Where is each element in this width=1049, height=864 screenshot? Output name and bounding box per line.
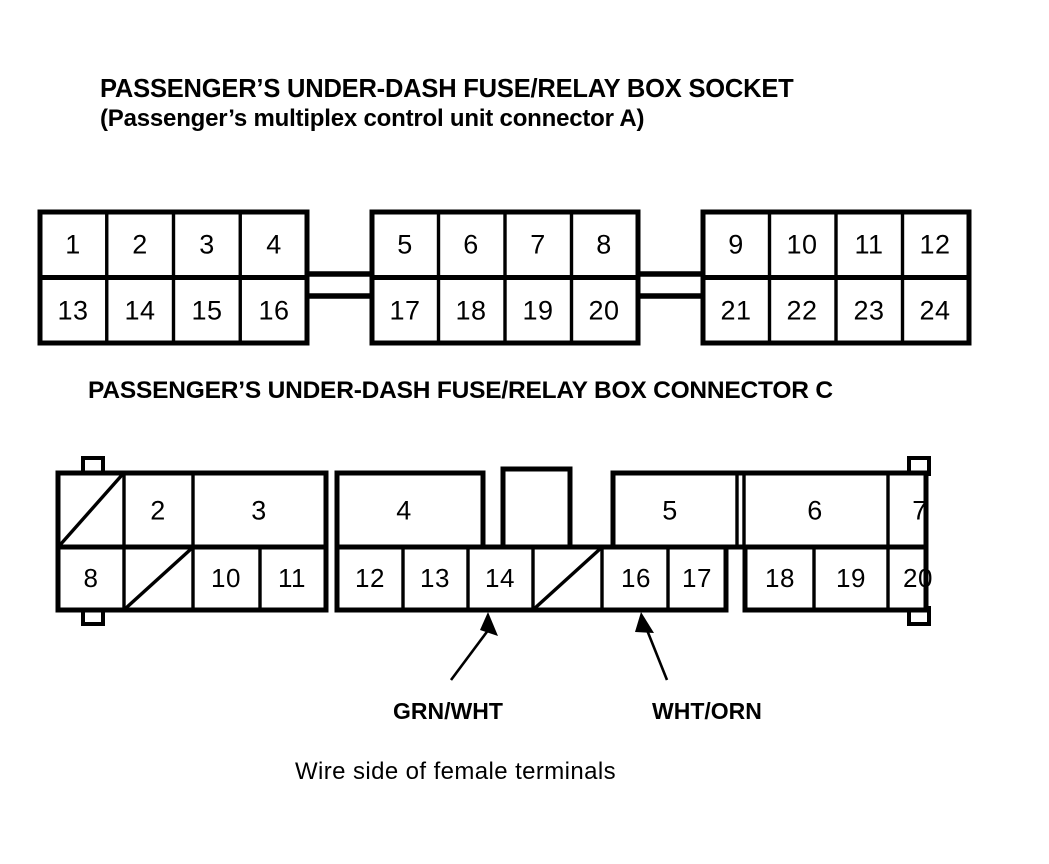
pin-cell-a-3: 3: [199, 229, 215, 260]
blanked-cell-slash-15: [533, 547, 602, 610]
pin-cell-c-bottom-12: 12: [355, 563, 385, 593]
pin-cell-c-top-6: 6: [807, 495, 823, 526]
pin-cell-c-bottom-10: 10: [211, 563, 241, 593]
pin-cell-a-22: 22: [786, 295, 818, 326]
callout-arrow-head-grn-wht: [480, 612, 498, 636]
pin-cell-c-top-7: 7: [912, 495, 928, 526]
pin-cell-c-bottom-18: 18: [765, 563, 795, 593]
page-title-line1: PASSENGER’S UNDER-DASH FUSE/RELAY BOX SO…: [100, 75, 794, 103]
pin-cell-a-23: 23: [853, 295, 885, 326]
pin-cell-a-11: 11: [854, 229, 884, 260]
pin-cell-a-12: 12: [919, 229, 951, 260]
connector-c-top-group-2: [334, 470, 486, 550]
pin-cell-a-2: 2: [132, 229, 148, 260]
pin-cell-a-21: 21: [720, 295, 752, 326]
pin-cell-a-16: 16: [258, 295, 290, 326]
pin-cell-a-15: 15: [191, 295, 223, 326]
connector-c-title: PASSENGER’S UNDER-DASH FUSE/RELAY BOX CO…: [88, 377, 833, 404]
pin-cell-a-17: 17: [389, 295, 421, 326]
pin-cell-c-bottom-11: 11: [278, 563, 306, 593]
pin-cell-c-top-3: 3: [251, 495, 267, 526]
pin-cell-c-bottom-20: 20: [903, 563, 933, 593]
pin-cell-a-24: 24: [919, 295, 951, 326]
pin-cell-c-bottom-19: 19: [836, 563, 866, 593]
blanked-cell-slash-1: [58, 473, 124, 547]
pin-cell-a-6: 6: [463, 229, 479, 260]
wire-callout-label-wht-orn: WHT/ORN: [652, 698, 762, 724]
pin-cell-c-bottom-16: 16: [621, 563, 651, 593]
pin-cell-c-bottom-13: 13: [420, 563, 450, 593]
pin-cell-c-top-5: 5: [662, 495, 678, 526]
pin-cell-a-18: 18: [455, 295, 487, 326]
wire-callout-label-grn-wht: GRN/WHT: [393, 698, 503, 724]
pin-cell-c-bottom-14: 14: [485, 563, 515, 593]
pin-cell-a-13: 13: [57, 295, 89, 326]
pin-cell-a-14: 14: [124, 295, 156, 326]
pin-cell-c-bottom-17: 17: [682, 563, 712, 593]
footer-caption: Wire side of female terminals: [295, 758, 617, 785]
pin-cell-a-8: 8: [596, 229, 612, 260]
pin-cell-a-9: 9: [728, 229, 744, 260]
pin-cell-a-4: 4: [266, 229, 282, 260]
blanked-cell-slash-9: [124, 547, 193, 610]
pin-cell-c-bottom-8: 8: [83, 563, 99, 593]
pin-cell-c-top-2: 2: [150, 495, 166, 526]
pin-cell-a-7: 7: [530, 229, 546, 260]
pin-cell-a-19: 19: [522, 295, 554, 326]
connector-c-bottom-group-3: [742, 544, 929, 613]
connector-c-top-group-3: [610, 470, 929, 550]
pin-cell-a-20: 20: [588, 295, 620, 326]
pin-cell-a-1: 1: [65, 229, 81, 260]
pin-cell-a-5: 5: [397, 229, 413, 260]
connector-c-unnumbered-box: [500, 466, 573, 550]
callout-arrow-line-grn-wht: [449, 624, 494, 681]
pin-cell-c-top-4: 4: [396, 495, 412, 526]
callout-arrow-line-wht-orn: [643, 624, 669, 681]
page-subtitle-line2: (Passenger’s multiplex control unit conn…: [100, 105, 645, 132]
pin-cell-a-10: 10: [786, 229, 818, 260]
callout-arrow-head-wht-orn: [635, 612, 654, 633]
